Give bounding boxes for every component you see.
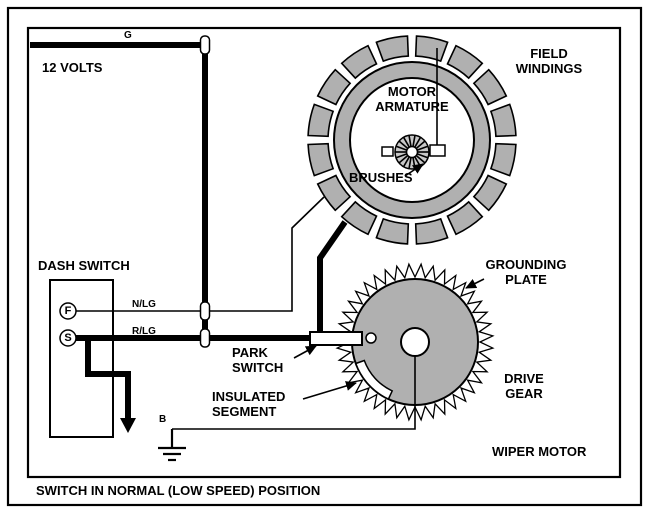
park-switch-arrow — [293, 345, 317, 359]
grounding-plate-arrow — [465, 278, 485, 289]
commutator-spoke — [398, 140, 409, 150]
dash-switch-label: DASH SWITCH — [38, 258, 130, 273]
drive-gear-label: DRIVE GEAR — [494, 371, 554, 401]
field-winding-segment — [414, 217, 449, 245]
wiper-motor-label: WIPER MOTOR — [492, 444, 587, 459]
commutator-spoke — [415, 154, 426, 164]
field-windings-label: FIELD WINDINGS — [505, 46, 593, 76]
connector-bead — [199, 328, 211, 348]
park-switch — [309, 331, 377, 346]
insulated-segment-line1: INSULATED — [212, 389, 286, 404]
callouts — [293, 163, 485, 400]
brushes-label: BRUSHES — [349, 170, 413, 185]
ground-symbol — [158, 429, 186, 462]
commutator-spoke — [396, 153, 408, 159]
dash-switch — [49, 279, 114, 438]
field-winding-segment — [414, 35, 449, 63]
field-winding-segment — [472, 68, 508, 106]
nlg-wire — [76, 196, 325, 312]
wire-rlg-label: R/LG — [132, 326, 156, 337]
commutator-shaft — [405, 145, 419, 159]
ground-b-label: B — [159, 414, 167, 425]
commutator-spoke — [403, 156, 410, 167]
field-winding-segment — [472, 174, 508, 212]
insulated-segment-shape — [354, 359, 394, 401]
commutator-spoke — [398, 154, 409, 164]
insulated-segment-line2: SEGMENT — [212, 404, 277, 419]
caption-label: SWITCH IN NORMAL (LOW SPEED) POSITION — [36, 483, 321, 498]
brushes-arrow — [404, 163, 424, 177]
field-winding-segment — [340, 44, 378, 80]
field-winding-segment — [316, 68, 352, 106]
grounding-plate-line2: PLATE — [505, 272, 547, 287]
field-winding-segment — [307, 142, 335, 177]
park-switch-line1: PARK — [232, 345, 268, 360]
motor-armature-label: MOTOR ARMATURE — [357, 84, 467, 114]
field-windings-line1: FIELD — [530, 46, 568, 61]
gear-hub-hole — [400, 327, 430, 357]
park-switch-line2: SWITCH — [232, 360, 284, 375]
wire-connectors — [199, 35, 211, 348]
motor-armature-line1: MOTOR — [387, 84, 437, 99]
ground-arrowhead — [120, 418, 136, 433]
drive-gear-assembly — [335, 262, 495, 422]
wire-nlg-label: N/LG — [132, 299, 156, 310]
dash-switch-box — [49, 279, 114, 438]
field-winding-segment — [489, 103, 517, 138]
park-switch-label: PARK SWITCH — [232, 345, 283, 375]
grounding-plate-label: GROUNDING PLATE — [478, 257, 574, 287]
commutator-spoke — [414, 137, 421, 148]
field-windings-ring — [307, 35, 517, 245]
wiring — [30, 36, 416, 462]
dash-ground-wire — [85, 338, 131, 418]
supply-voltage-label: 12 VOLTS — [42, 60, 103, 75]
field-winding-segment — [375, 35, 410, 63]
motor-armature-line2: ARMATURE — [375, 99, 449, 114]
park-switch-contact — [309, 331, 363, 346]
motor-feed-wire — [317, 220, 348, 333]
ground-b-wire — [172, 356, 416, 430]
grounding-plate-line1: GROUNDING — [485, 257, 567, 272]
field-winding-segment — [307, 103, 335, 138]
field-winding-segment — [375, 217, 410, 245]
terminal-s-label: S — [64, 332, 72, 344]
drive-gear-line1: DRIVE — [504, 371, 544, 386]
field-winding-segment — [340, 200, 378, 236]
commutator-spoke — [408, 135, 412, 147]
insulated-segment-arrow — [302, 381, 357, 400]
field-windings-line2: WINDINGS — [515, 61, 583, 76]
connector-bead — [199, 301, 211, 321]
field-winding-segment — [446, 44, 484, 80]
wiper-motor-housing — [26, 26, 622, 479]
brush-left — [381, 146, 394, 157]
connector-bead — [199, 35, 211, 55]
commutator-spoke — [415, 140, 426, 150]
commutator-spoke — [412, 135, 416, 147]
terminal-f-label: F — [64, 305, 72, 317]
insulated-segment-label: INSULATED SEGMENT — [212, 389, 285, 419]
g-wire-label: G — [124, 30, 132, 41]
field-winding-segment — [489, 142, 517, 177]
commutator-spoke — [416, 145, 428, 151]
motor-assembly — [307, 35, 517, 245]
outer-frame — [6, 6, 643, 507]
field-winding-segment — [446, 200, 484, 236]
commutator-spoke — [396, 145, 408, 151]
commutator-spoke — [403, 137, 410, 148]
commutator-spoke — [408, 157, 412, 169]
brush-right — [429, 144, 446, 157]
drive-gear-line2: GEAR — [505, 386, 543, 401]
park-switch-rivet — [365, 332, 377, 344]
field-winding-segment — [316, 174, 352, 212]
commutator-spoke — [416, 153, 428, 159]
